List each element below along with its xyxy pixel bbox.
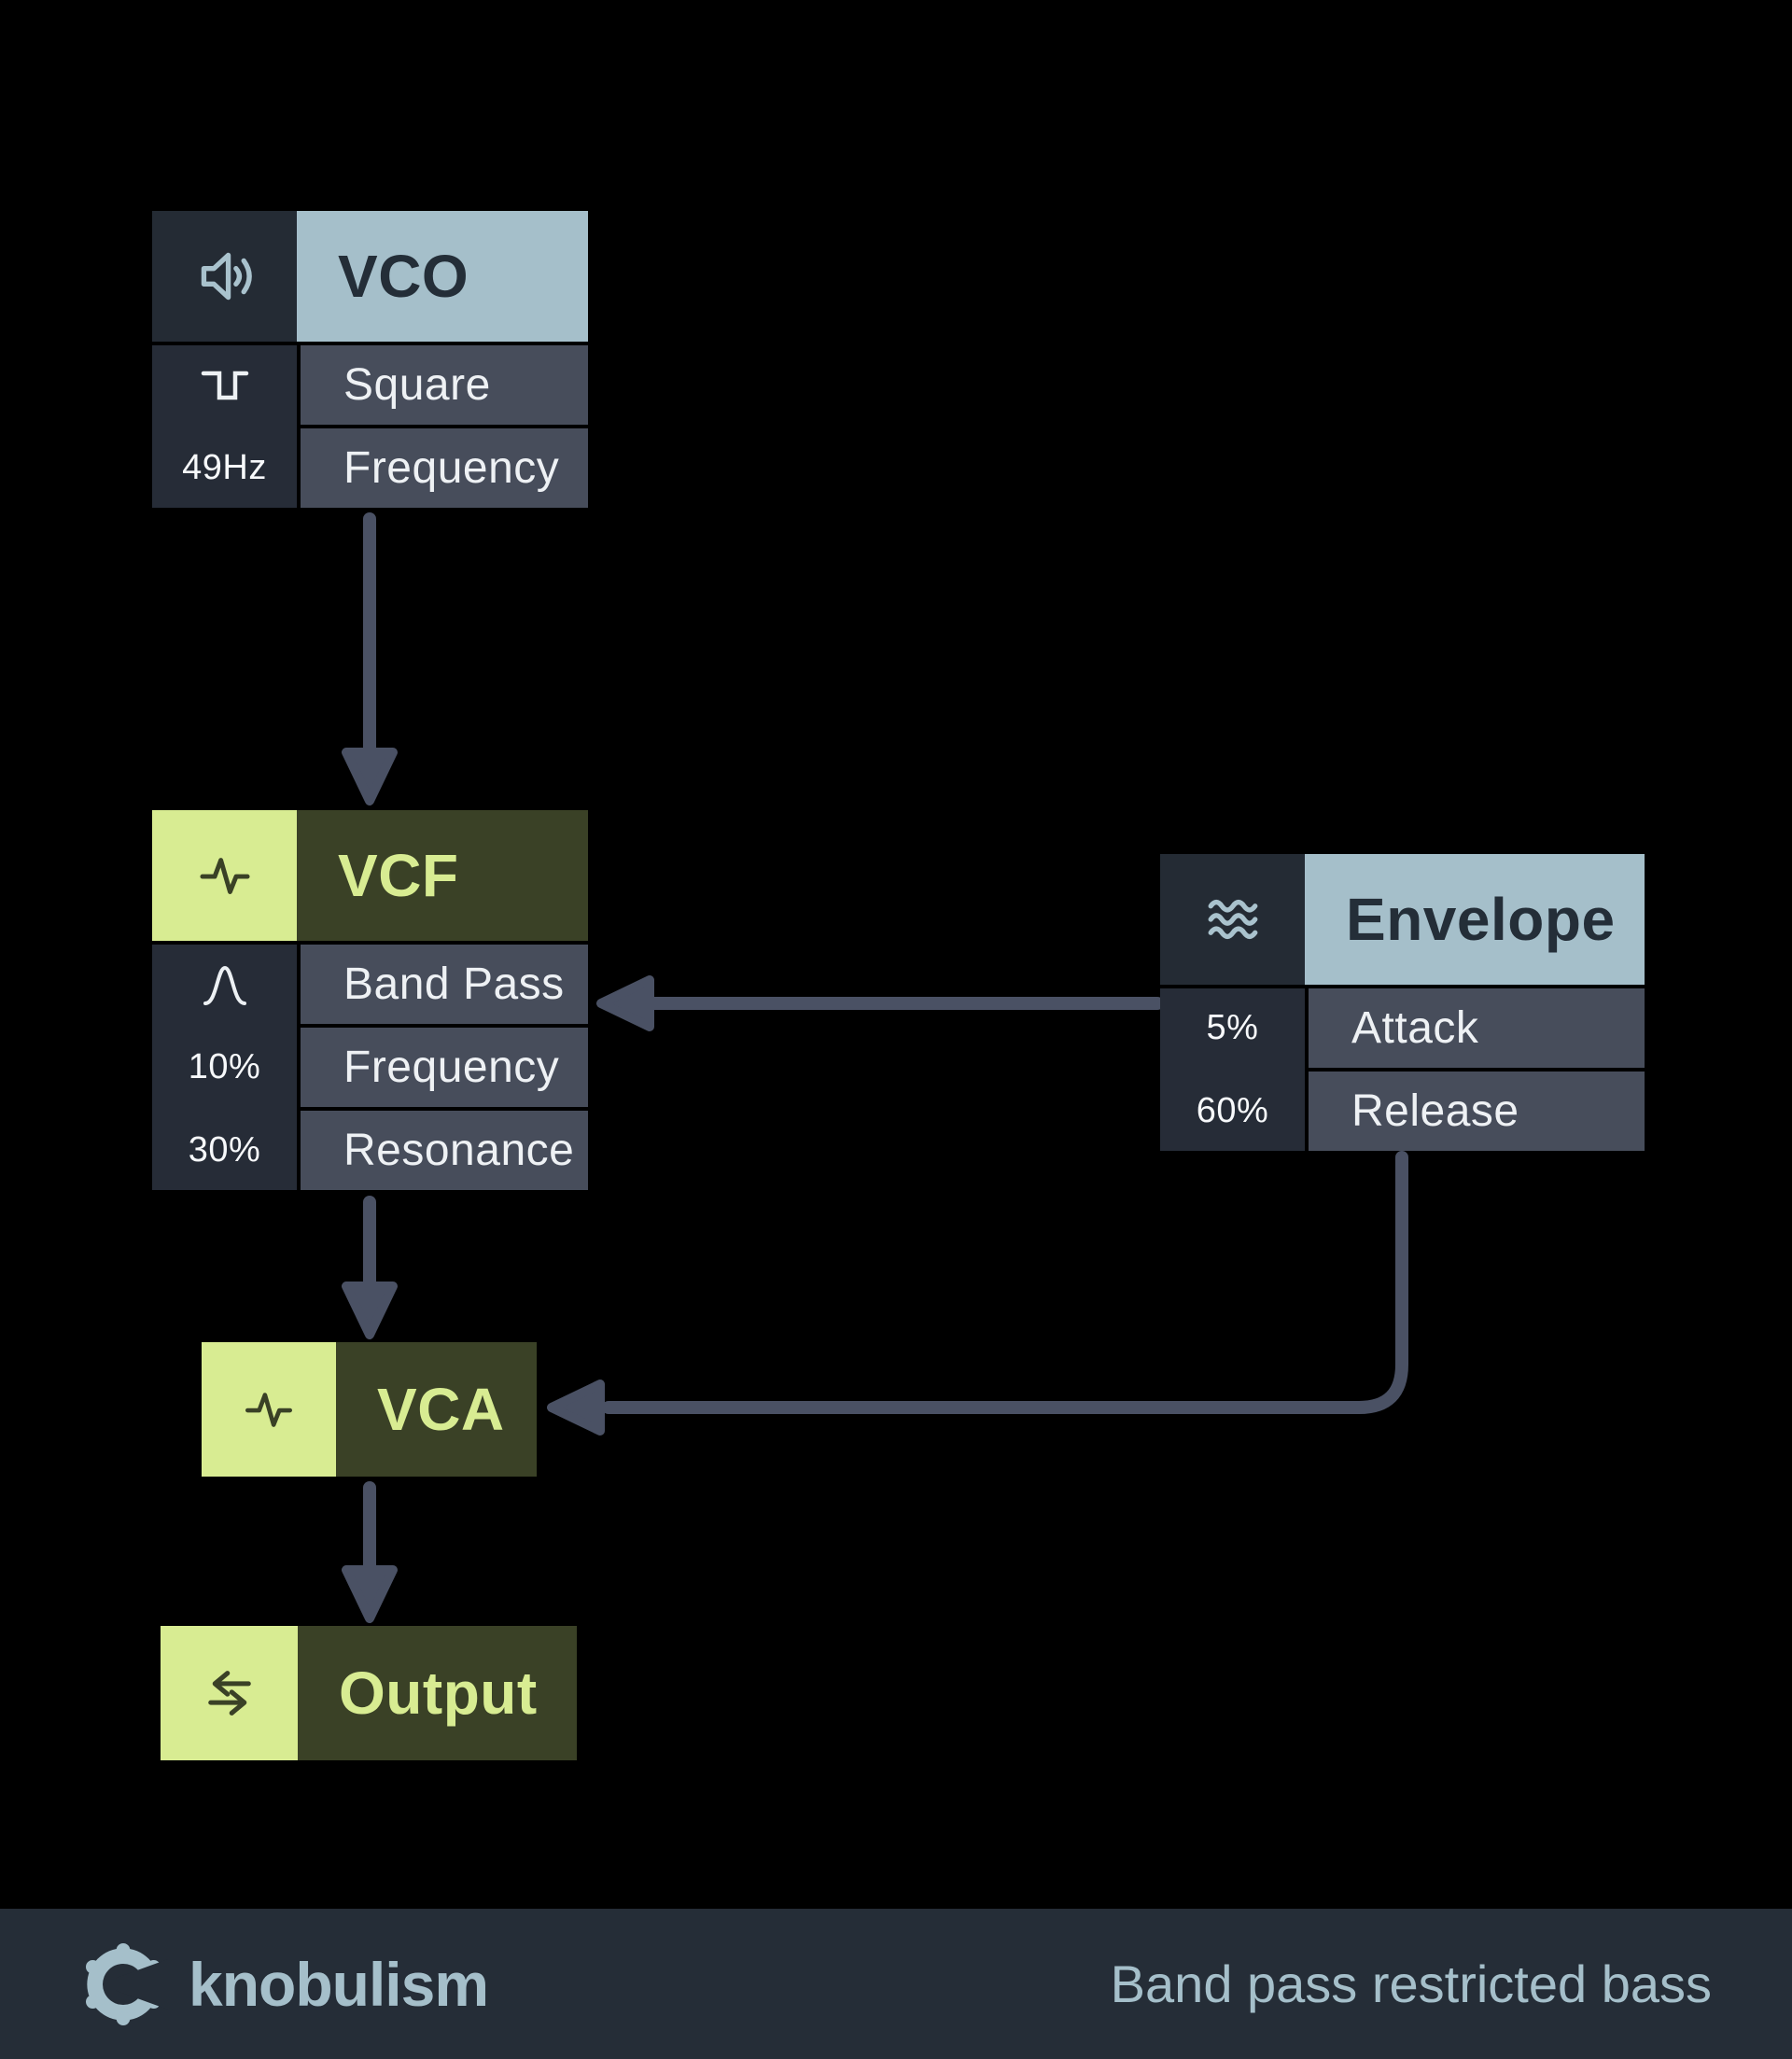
transfer-arrows-icon	[161, 1626, 298, 1760]
volume-icon	[152, 211, 297, 342]
arrowhead-into-vcf-top	[342, 748, 398, 805]
brand-lockup: knobulism	[78, 1940, 489, 2029]
patch-caption: Band pass restricted bass	[1110, 1954, 1712, 2013]
output-module: Output	[161, 1626, 577, 1760]
envelope-row-attack: Attack	[1309, 988, 1645, 1068]
vcf-row-frequency: Frequency	[301, 1028, 588, 1107]
arrowhead-into-output-top	[342, 1565, 398, 1623]
vcf-row-filter-type: Band Pass	[301, 945, 588, 1024]
vco-module: VCO 49Hz Square Frequency	[152, 211, 588, 508]
vcf-resonance-value: 30%	[188, 1130, 261, 1170]
output-title: Output	[298, 1626, 577, 1760]
vco-header: VCO	[152, 211, 588, 342]
bell-curve-icon	[152, 945, 297, 1024]
envelope-title: Envelope	[1305, 854, 1645, 985]
vco-title: VCO	[297, 211, 588, 342]
square-wave-icon	[152, 345, 297, 425]
envelope-value-column: 5% 60%	[1160, 988, 1305, 1151]
vco-row-waveform: Square	[301, 345, 588, 425]
vco-frequency-value: 49Hz	[182, 448, 267, 487]
vcf-module: VCF 10% 30% Band Pass Frequency Resonanc…	[152, 810, 588, 1190]
arrowhead-into-vcf-right	[596, 975, 654, 1031]
footer-bar: knobulism Band pass restricted bass	[0, 1909, 1792, 2059]
activity-pulse-icon	[202, 1342, 336, 1477]
vcf-value-column: 10% 30%	[152, 945, 297, 1190]
vca-module: VCA	[202, 1342, 537, 1477]
vco-value-column: 49Hz	[152, 345, 297, 508]
envelope-row-release: Release	[1309, 1072, 1645, 1151]
activity-pulse-icon	[152, 810, 297, 941]
vca-title: VCA	[336, 1342, 537, 1477]
wire-envelope-to-vca	[602, 1151, 1408, 1414]
vcf-row-resonance: Resonance	[301, 1111, 588, 1190]
arrowhead-into-vca-top	[342, 1282, 398, 1339]
arrowhead-into-vca-right	[547, 1380, 605, 1436]
knob-logo-icon	[86, 1942, 168, 2025]
output-header: Output	[161, 1626, 577, 1760]
brand-name: knobulism	[189, 1949, 489, 2019]
envelope-header: Envelope	[1160, 854, 1645, 985]
waves-icon	[1160, 854, 1305, 985]
envelope-attack-value: 5%	[1206, 1008, 1259, 1047]
vcf-header: VCF	[152, 810, 588, 941]
vcf-frequency-value: 10%	[188, 1047, 261, 1086]
vcf-title: VCF	[297, 810, 588, 941]
vca-header: VCA	[202, 1342, 537, 1477]
envelope-module: Envelope 5% 60% Attack Release	[1160, 854, 1645, 1151]
envelope-release-value: 60%	[1196, 1091, 1269, 1130]
vco-row-frequency: Frequency	[301, 428, 588, 508]
